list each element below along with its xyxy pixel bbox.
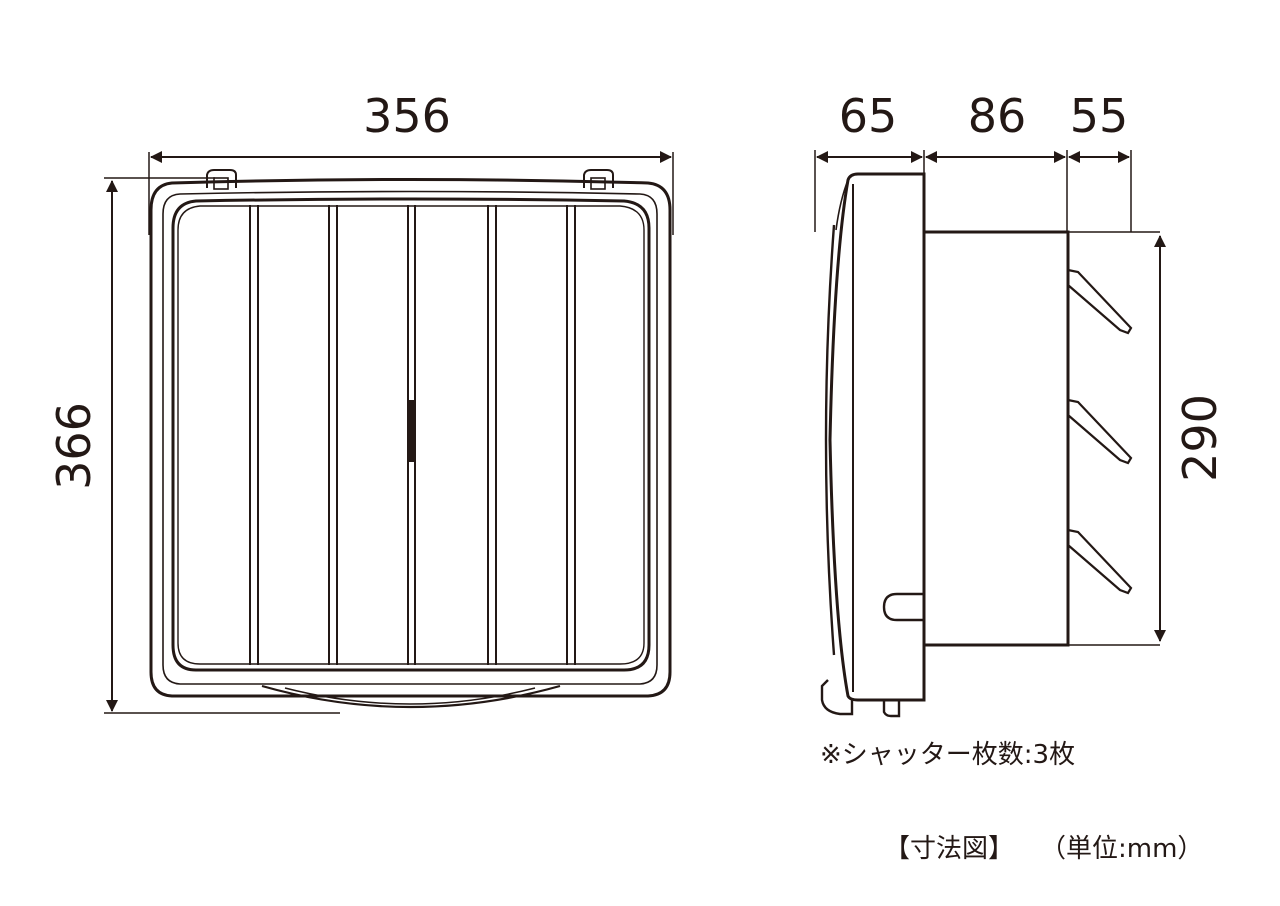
height-label: 366 [47, 402, 101, 490]
shutter-blades [1067, 268, 1133, 595]
shutter-count-note: ※シャッター枚数:3枚 [820, 740, 1075, 770]
front-frame-profile [828, 172, 926, 702]
front-view: 356 366 [47, 89, 674, 714]
height-dimension: 366 [47, 177, 340, 714]
side-view: 65 86 55 290 ※シャッター枚数:3枚 [814, 89, 1227, 770]
drawing-title: 【寸法図】 [884, 834, 1014, 864]
depth-dimensions: 65 86 55 [814, 89, 1132, 232]
shutter-height-dimension: 290 [1154, 235, 1227, 642]
depth-label-shutter: 55 [1070, 89, 1129, 143]
bottom-hook [882, 700, 901, 718]
shutter-height-label: 290 [1173, 394, 1227, 482]
width-dimension: 356 [148, 89, 674, 235]
depth-label-front: 65 [839, 89, 898, 143]
depth-label-body: 86 [968, 89, 1027, 143]
body-box [922, 230, 1070, 647]
center-pull-cord-slot [408, 400, 415, 462]
width-label: 356 [363, 89, 451, 143]
unit-note: （単位:mm） [1040, 834, 1203, 864]
outer-frame [149, 178, 672, 698]
top-tabs [206, 169, 614, 190]
louver-panel [171, 197, 651, 672]
side-knob [882, 592, 924, 622]
footer: 【寸法図】 （単位:mm） [884, 834, 1203, 864]
